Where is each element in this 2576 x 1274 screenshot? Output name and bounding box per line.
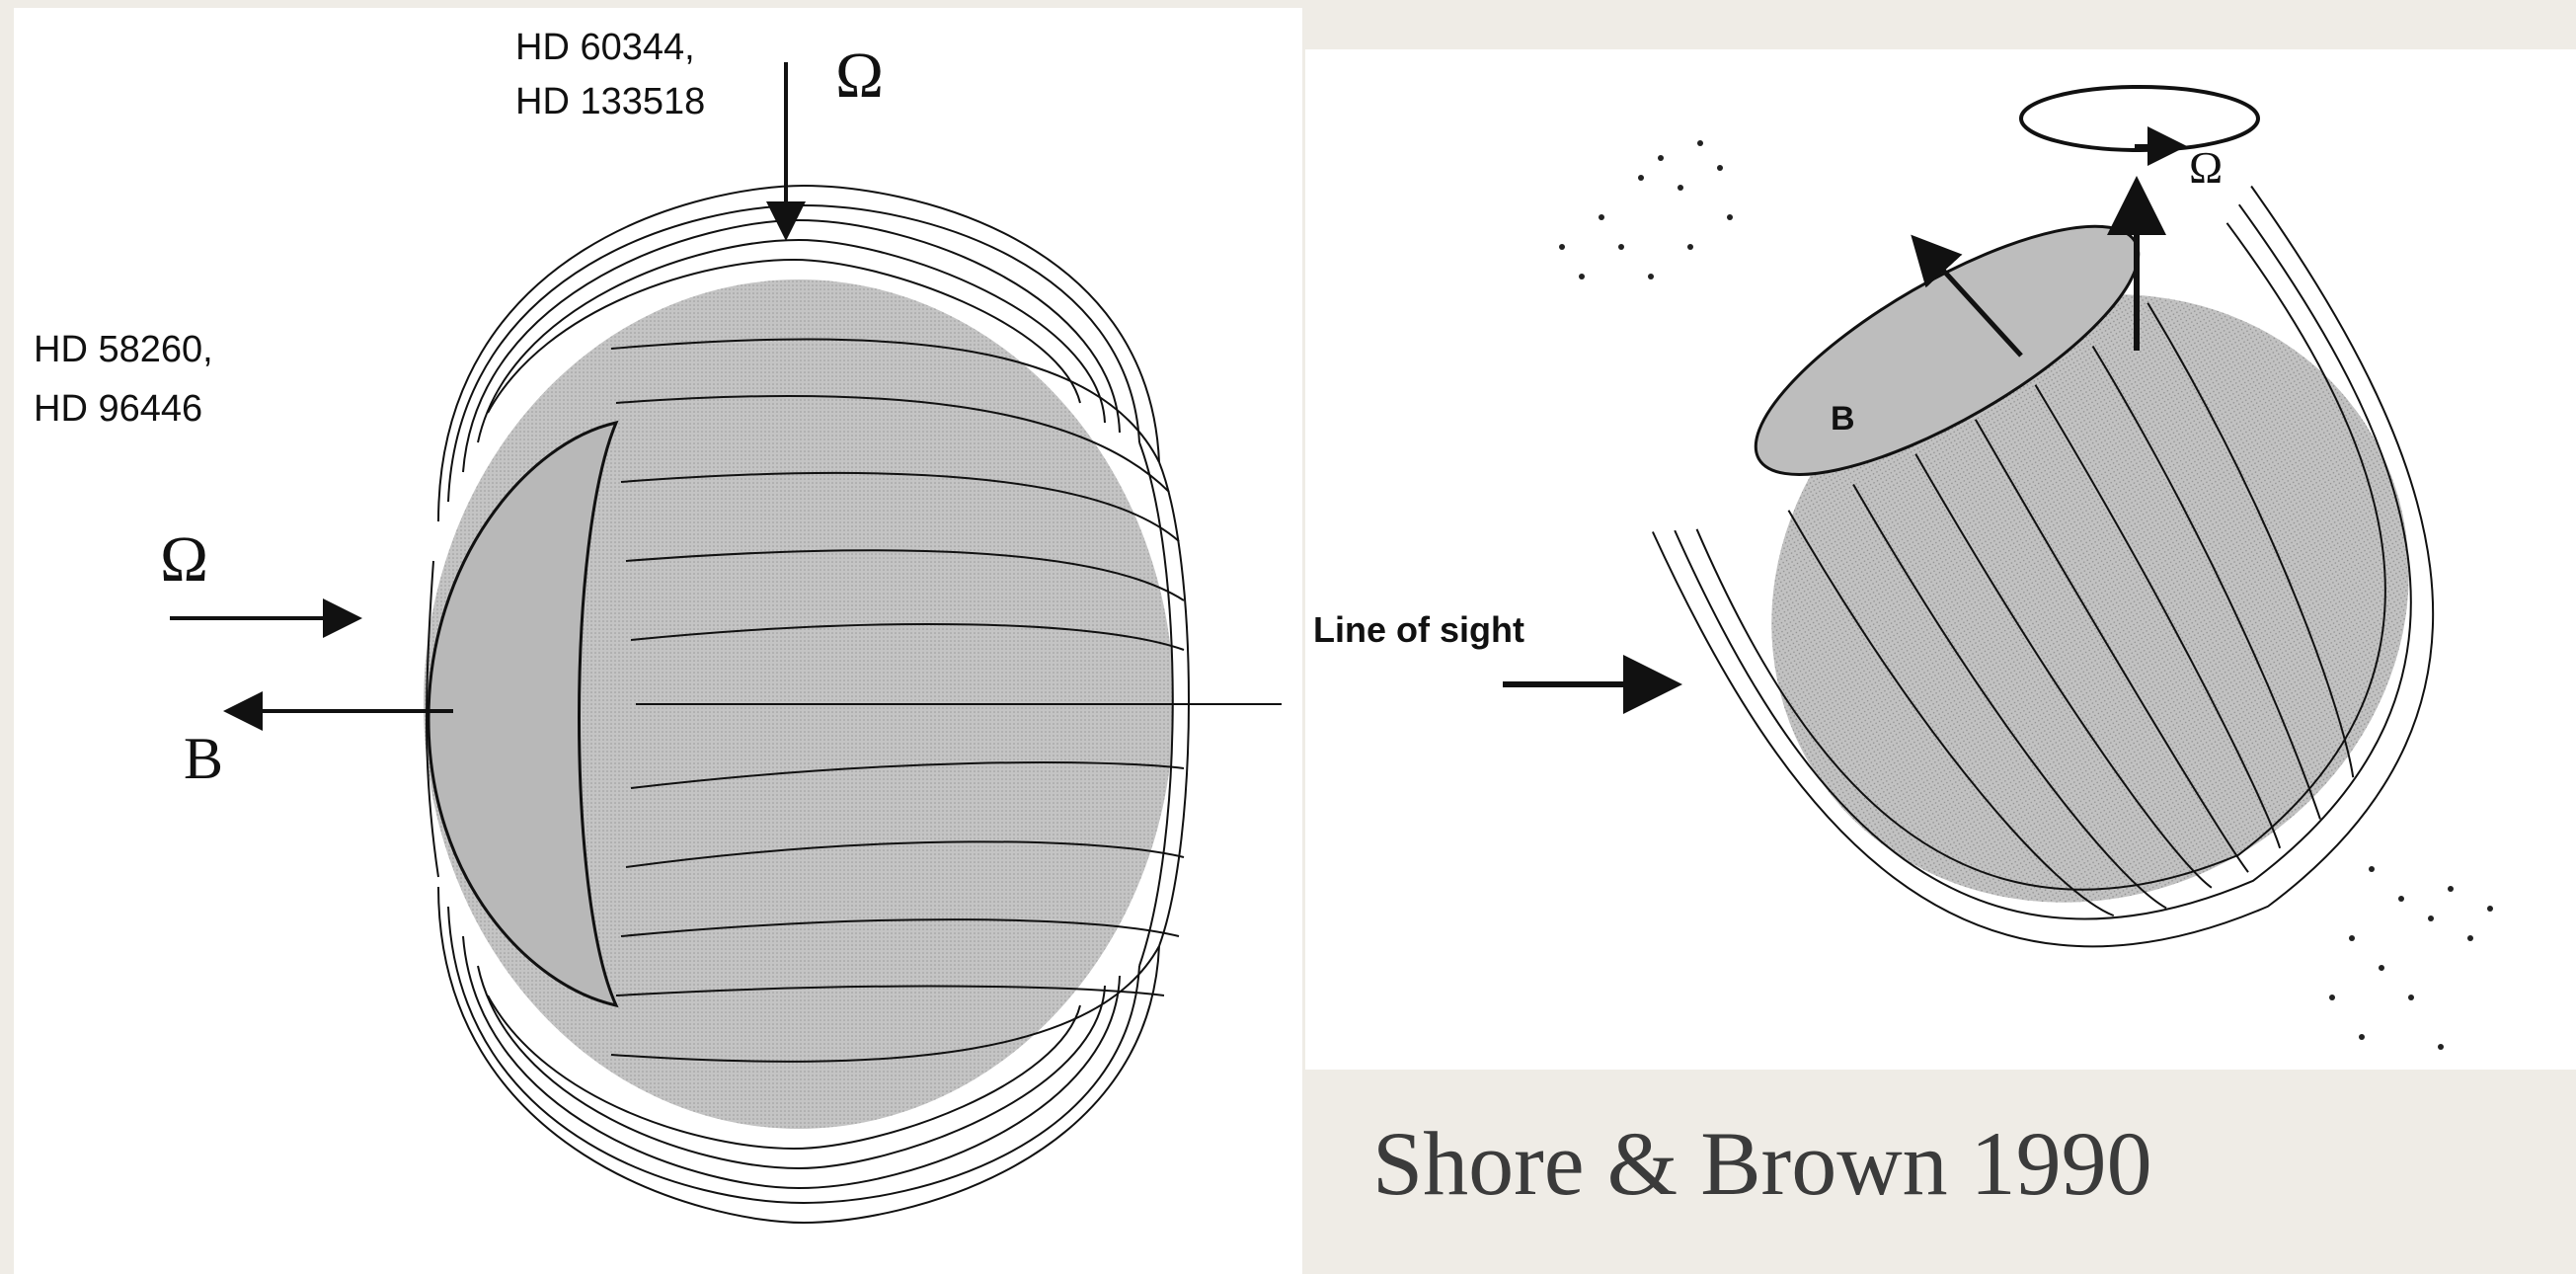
plasma-cloud-top: [1559, 140, 1733, 279]
rotation-orbit: [2021, 87, 2258, 150]
left-magnetosphere-diagram: HD 60344, HD 133518 Ω HD 58260, HD 96446…: [14, 8, 1302, 1274]
right-magnetosphere-diagram: Ω B Line of sight: [1305, 49, 2576, 1070]
figure-caption: Shore & Brown 1990: [1372, 1111, 2152, 1216]
top-stars-line1: HD 60344,: [515, 27, 695, 68]
line-of-sight-label: Line of sight: [1313, 609, 1524, 650]
plasma-cloud-bottom: [2329, 866, 2493, 1050]
omega-label-top: Ω: [835, 40, 884, 112]
omega-label-right: Ω: [2189, 142, 2223, 193]
left-figure-panel: HD 60344, HD 133518 Ω HD 58260, HD 96446…: [14, 8, 1302, 1274]
b-label-right: B: [1831, 400, 1855, 438]
left-stars-line1: HD 58260,: [34, 329, 213, 370]
right-figure-panel: Ω B Line of sight: [1305, 49, 2576, 1070]
omega-label-left: Ω: [160, 523, 208, 596]
top-stars-line2: HD 133518: [515, 81, 705, 122]
left-stars-line2: HD 96446: [34, 388, 202, 430]
b-label-left: B: [184, 726, 223, 791]
